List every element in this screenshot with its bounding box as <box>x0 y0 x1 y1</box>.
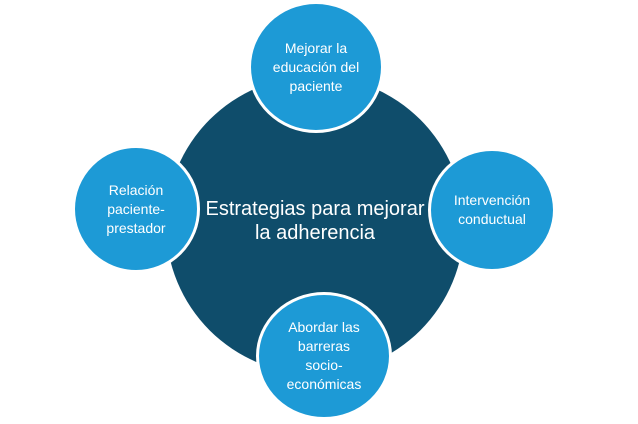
node-behavioral-intervention: Intervención conductual <box>428 148 556 272</box>
node-patient-education-label: Mejorar la educación del paciente <box>272 39 360 94</box>
node-patient-provider: Relación paciente- prestador <box>72 145 200 273</box>
node-socioeconomic-barriers-label: Abordar las barreras socio- económicas <box>286 319 362 392</box>
node-patient-provider-label: Relación paciente- prestador <box>106 181 166 236</box>
node-patient-education: Mejorar la educación del paciente <box>248 1 384 133</box>
node-behavioral-intervention-label: Intervención conductual <box>453 192 531 227</box>
center-label: Estrategias para mejorar la adherencia <box>205 198 425 244</box>
node-socioeconomic-barriers: Abordar las barreras socio- económicas <box>256 292 392 420</box>
